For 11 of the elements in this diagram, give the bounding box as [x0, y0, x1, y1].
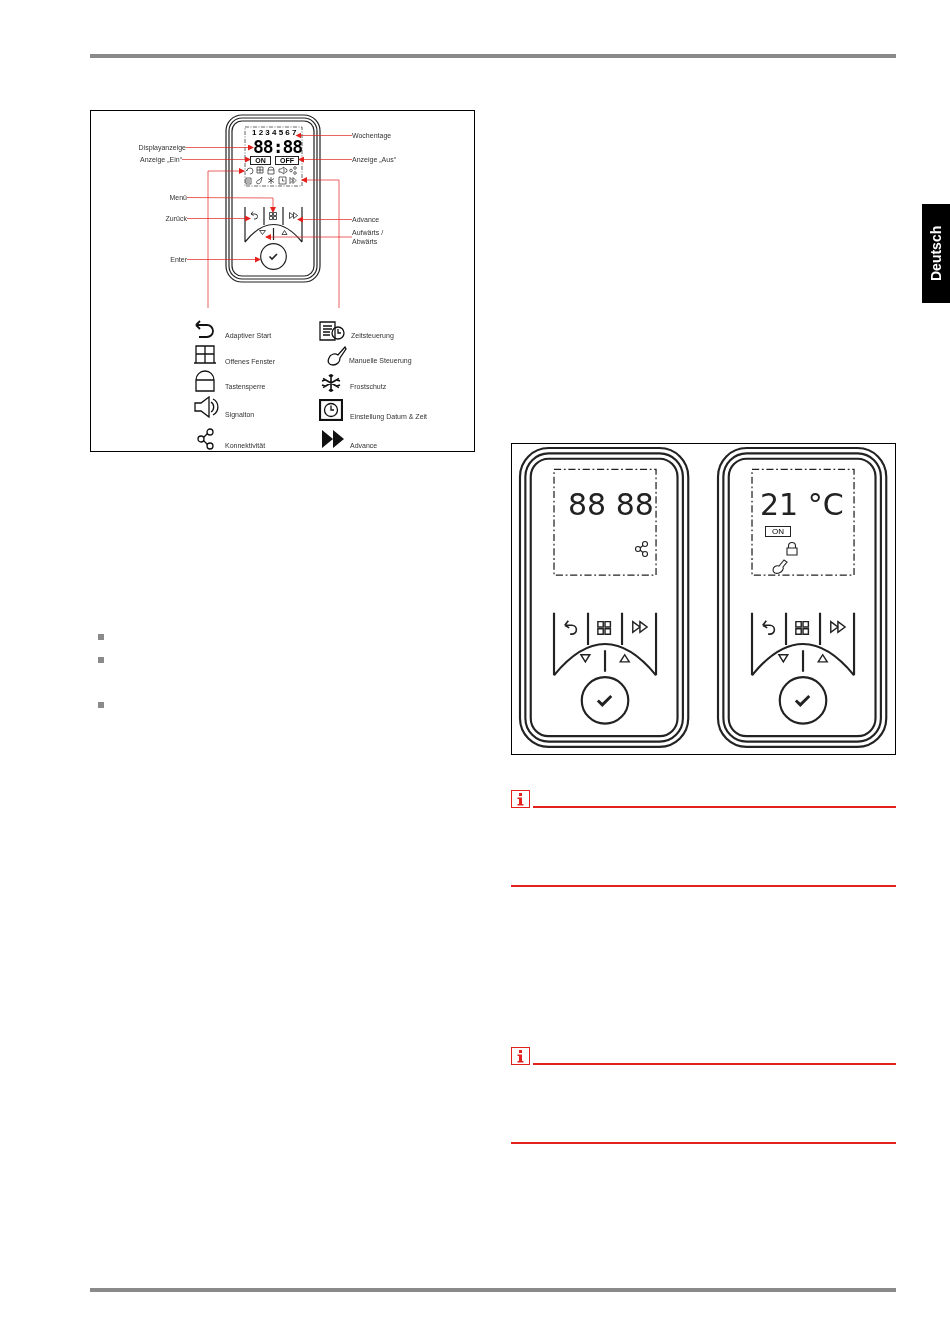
- time-digits: 88:88: [253, 137, 303, 157]
- enter-button: [260, 243, 287, 270]
- language-tab: Deutsch: [922, 204, 950, 303]
- temperature-reading: 21 °C: [760, 488, 844, 522]
- status-indicator: ON: [765, 526, 791, 537]
- down-key-icon: [259, 230, 266, 235]
- advance-key-icon: [289, 212, 298, 219]
- back-key-icon: [250, 211, 259, 220]
- menu-key-icon: [269, 212, 277, 220]
- weekday-digits: 1 2 3 4 5 6 7: [252, 128, 297, 137]
- display-digits: 88 88: [568, 488, 654, 522]
